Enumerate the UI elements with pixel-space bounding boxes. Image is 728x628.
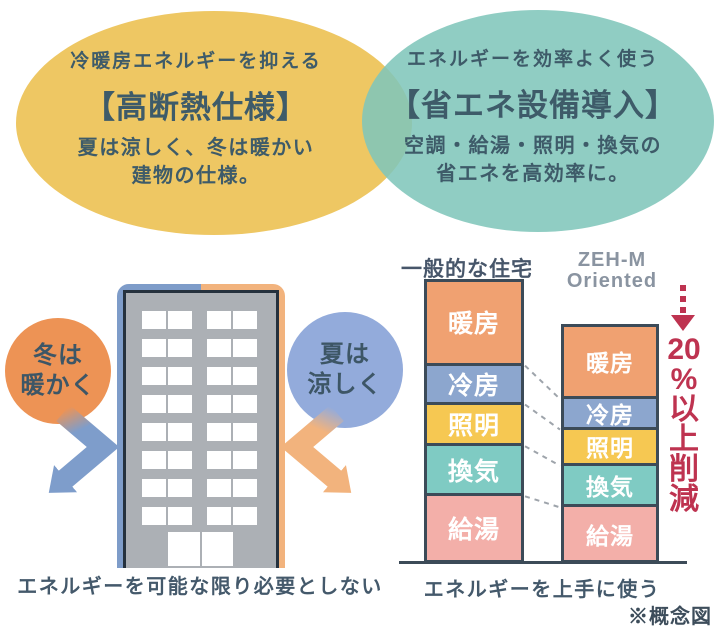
- insulation-bubble-text: 冷暖房エネルギーを抑える 【高断熱仕様】 夏は涼しく、冬は暖かい 建物の仕様。: [18, 46, 374, 190]
- bar-segment-zehm: 給湯: [564, 504, 656, 560]
- segment-label: 給湯: [586, 522, 634, 549]
- building-window: [168, 423, 192, 441]
- building-window: [207, 395, 231, 413]
- segment-label: 照明: [447, 411, 500, 440]
- insulation-desc-line1: 夏は涼しく、冬は暖かい: [77, 137, 315, 159]
- equipment-tagline: エネルギーを効率よく使う: [406, 49, 659, 70]
- building-window: [168, 367, 192, 385]
- building-window: [233, 339, 257, 357]
- bar-segment-general: 給湯: [427, 493, 521, 560]
- building-door: [168, 532, 233, 566]
- segment-label: 冷房: [586, 401, 634, 428]
- bar-segment-zehm: 照明: [564, 426, 656, 463]
- building-window: [168, 339, 192, 357]
- chart-title-zehm: ZEH-M Oriented: [558, 250, 666, 292]
- building-window: [207, 339, 231, 357]
- segment-label: 暖房: [586, 350, 634, 377]
- reduction-char: %: [670, 363, 698, 396]
- building-window: [233, 479, 257, 497]
- equipment-desc-line1: 空調・給湯・照明・換気の: [404, 135, 662, 157]
- building-caption: エネルギーを可能な限り必要としない: [17, 576, 383, 598]
- zehm-title-line2: Oriented: [566, 270, 658, 292]
- bar-segment-general: 暖房: [427, 282, 521, 363]
- building-window: [142, 367, 166, 385]
- building-window: [233, 395, 257, 413]
- insulation-tagline: 冷暖房エネルギーを抑える: [70, 51, 322, 72]
- building-window: [142, 507, 166, 525]
- concept-note: ※概念図: [628, 606, 712, 628]
- building-window: [142, 423, 166, 441]
- segment-label: 換気: [586, 474, 634, 501]
- building-windows: [117, 284, 285, 568]
- building-window: [168, 451, 192, 469]
- segment-connector-line: [524, 445, 561, 467]
- building-illustration: [117, 284, 285, 568]
- building-window: [207, 367, 231, 385]
- reduction-char: 削: [669, 453, 699, 486]
- segment-connector-line: [524, 364, 561, 400]
- door-panel: [168, 532, 200, 566]
- bar-segment-zehm: 冷房: [564, 396, 656, 428]
- summer-label-line1: 夏は: [320, 341, 370, 368]
- summer-circle: 夏は 涼しく: [287, 312, 403, 428]
- building-window: [142, 311, 166, 329]
- building-window: [168, 311, 192, 329]
- building-window: [207, 451, 231, 469]
- winter-label-line1: 冬は: [33, 342, 83, 369]
- winter-label-line2: 暖かく: [20, 372, 96, 399]
- bar-segment-general: 冷房: [427, 362, 521, 402]
- chart-caption: エネルギーを上手に使う: [423, 579, 661, 601]
- building-window: [233, 507, 257, 525]
- door-panel: [201, 532, 233, 566]
- segment-connector-line: [524, 403, 561, 431]
- building-window: [233, 423, 257, 441]
- insulation-bubble: [16, 11, 412, 235]
- bar-segment-general: 照明: [427, 401, 521, 444]
- building-window: [233, 451, 257, 469]
- bar-segment-zehm: 暖房: [564, 326, 656, 397]
- bar-segment-general: 換気: [427, 443, 521, 494]
- reduction-char: 減: [669, 483, 699, 516]
- building-window: [168, 479, 192, 497]
- building-window: [168, 507, 192, 525]
- equipment-title: 【省エネ設備導入】: [389, 88, 677, 123]
- building-window: [207, 423, 231, 441]
- segment-label: 換気: [447, 457, 500, 486]
- reduction-char: 20: [667, 333, 701, 366]
- insulation-title: 【高断熱仕様】: [84, 90, 308, 125]
- reduction-label: 20%以上削減: [658, 335, 710, 515]
- building-window: [142, 479, 166, 497]
- bar-general-housing: 暖房冷房照明換気給湯: [424, 279, 524, 563]
- building-window: [207, 479, 231, 497]
- building-window: [142, 339, 166, 357]
- segment-label: 暖房: [447, 310, 500, 339]
- equipment-bubble-text: エネルギーを効率よく使う 【省エネ設備導入】 空調・給湯・照明・換気の 省エネを…: [368, 44, 698, 188]
- reduction-char: 上: [669, 423, 699, 456]
- bar-segment-zehm: 換気: [564, 462, 656, 505]
- winter-circle: 冬は 暖かく: [5, 318, 111, 424]
- reduction-char: 以: [669, 393, 699, 426]
- building-window: [207, 311, 231, 329]
- summer-label-line2: 涼しく: [307, 371, 383, 398]
- energy-equipment-bubble: [362, 10, 714, 232]
- insulation-desc-line2: 建物の仕様。: [131, 165, 261, 187]
- building-window: [233, 311, 257, 329]
- equipment-desc-line2: 省エネを高効率に。: [436, 163, 630, 185]
- zehm-title-line1: ZEH-M: [577, 249, 647, 271]
- building-window: [168, 395, 192, 413]
- building-window: [233, 367, 257, 385]
- winter-arrow-icon: [48, 404, 120, 493]
- segment-label: 照明: [586, 435, 634, 462]
- building-window: [142, 395, 166, 413]
- building-window: [142, 451, 166, 469]
- chart-baseline: [399, 561, 687, 564]
- chart-title-general: 一般的な住宅: [401, 258, 533, 281]
- building-window: [207, 507, 231, 525]
- segment-connector-line: [524, 495, 561, 509]
- bar-zehm-oriented: 暖房冷房照明換気給湯: [561, 323, 659, 563]
- segment-label: 冷房: [447, 371, 500, 400]
- segment-label: 給湯: [447, 516, 500, 545]
